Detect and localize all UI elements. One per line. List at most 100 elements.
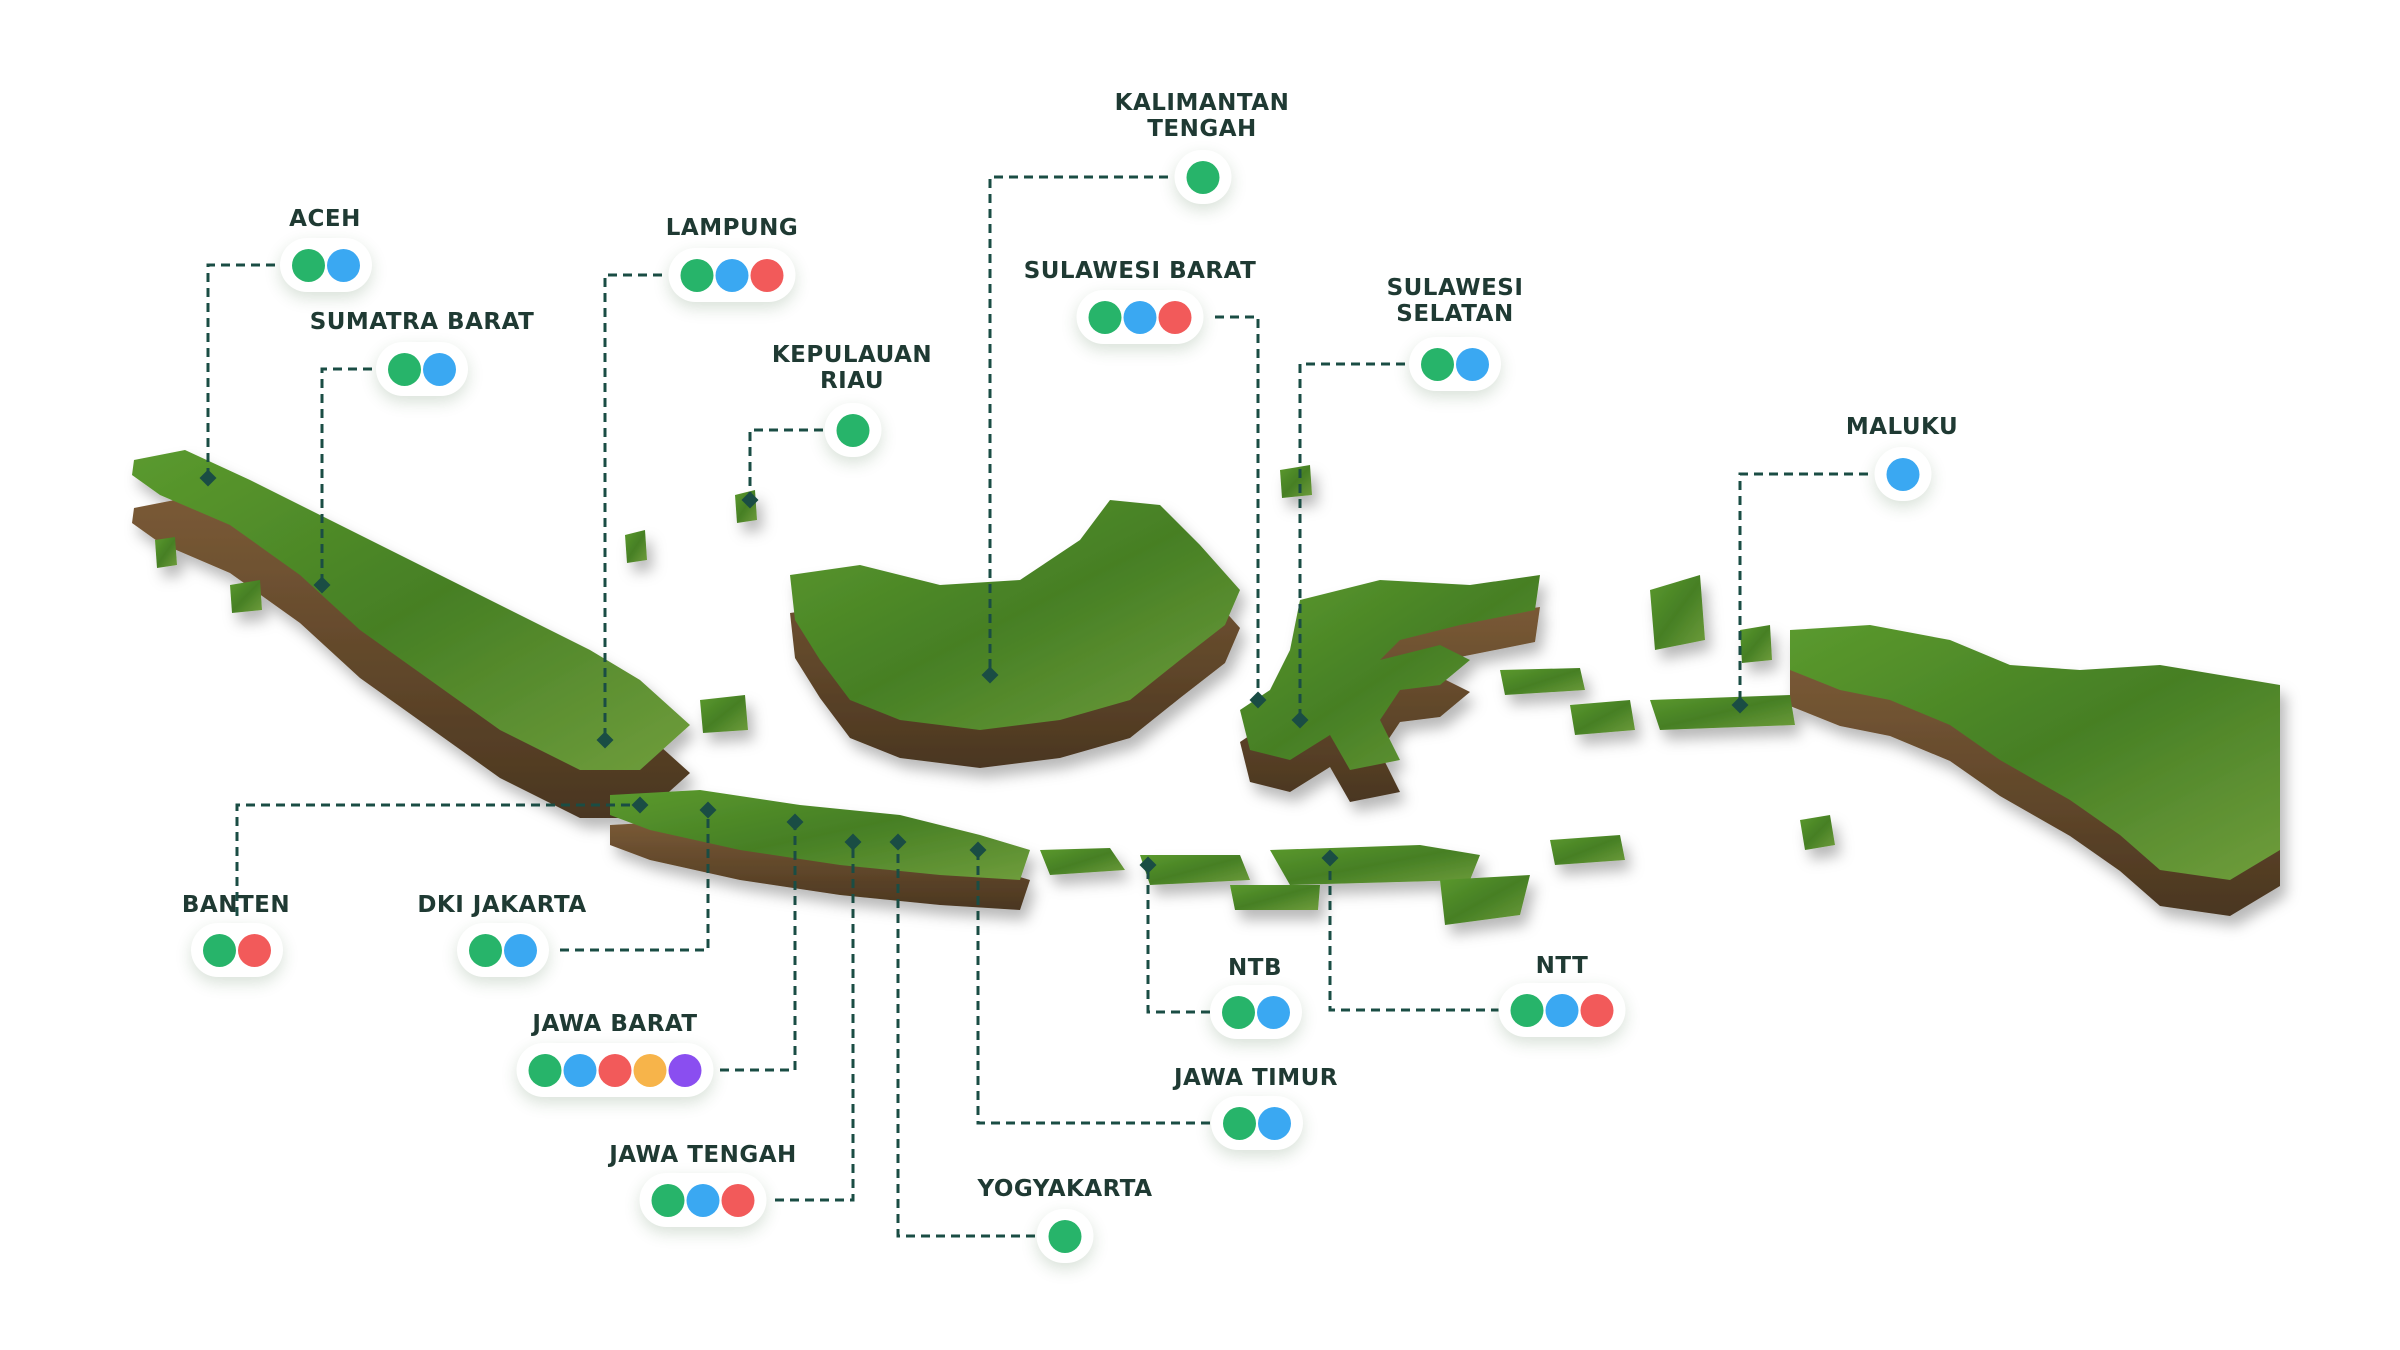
region-badge-sumatra-barat[interactable] (376, 342, 468, 396)
status-dot-green (1421, 347, 1454, 381)
anchor-marker-sulawesi-barat (1249, 691, 1267, 709)
leader-line-jawa-timur (976, 850, 1210, 1125)
status-dot-blue (1257, 995, 1290, 1029)
status-dot-blue (1545, 993, 1579, 1027)
leader-line-banten (235, 803, 640, 916)
status-dot-green (1222, 995, 1255, 1029)
region-label-sulawesi-selatan: SULAWESI SELATAN (1386, 275, 1524, 327)
status-dot-green (292, 248, 325, 282)
leader-line-lampung (603, 273, 662, 740)
anchor-marker-banten (631, 796, 649, 814)
islands-maluku (1280, 465, 1795, 735)
region-badge-yogyakarta[interactable] (1036, 1209, 1094, 1263)
status-dot-green (1223, 1106, 1256, 1140)
island-java (610, 790, 1030, 910)
status-dot-blue (563, 1053, 597, 1087)
anchor-marker-ntb (1139, 856, 1157, 874)
leader-line-ntt (1328, 858, 1500, 1012)
anchor-marker-maluku (1731, 696, 1749, 714)
status-dot-orange (633, 1053, 667, 1087)
anchor-marker-yogyakarta (889, 833, 907, 851)
status-dot-green (528, 1053, 562, 1087)
leader-line-dki-jakarta (560, 810, 710, 952)
region-badge-jawa-barat[interactable] (516, 1043, 714, 1097)
anchor-marker-jawa-timur (969, 841, 987, 859)
status-dot-green (651, 1183, 685, 1217)
status-dot-blue (1456, 347, 1489, 381)
region-badge-ntt[interactable] (1498, 983, 1626, 1037)
leader-line-maluku (1738, 472, 1868, 705)
islands-riau (155, 490, 757, 733)
status-dot-red (750, 258, 784, 292)
region-badge-dki-jakarta[interactable] (457, 923, 549, 977)
status-dot-green (680, 258, 714, 292)
leader-line-yogyakarta (896, 842, 1035, 1238)
status-dot-green (469, 933, 502, 967)
status-dot-green (203, 933, 236, 967)
region-label-lampung: LAMPUNG (665, 215, 799, 241)
status-dot-green (1510, 993, 1544, 1027)
island-sumatra (132, 450, 690, 818)
leader-line-sumatra-barat (320, 367, 372, 585)
status-dot-green (836, 413, 870, 447)
region-badge-lampung[interactable] (668, 248, 796, 302)
islands-lesser-sunda (1040, 815, 1835, 925)
status-dot-blue (1258, 1106, 1291, 1140)
region-label-yogyakarta: YOGYAKARTA (977, 1176, 1153, 1202)
status-dot-blue (1123, 300, 1157, 334)
region-label-ntb: NTB (1228, 955, 1282, 981)
region-badge-maluku[interactable] (1874, 447, 1932, 501)
region-label-sulawesi-barat: SULAWESI BARAT (1023, 258, 1257, 284)
status-dot-red (721, 1183, 755, 1217)
island-papua (1790, 625, 2280, 916)
status-dot-blue (423, 352, 456, 386)
region-badge-kalimantan-tengah[interactable] (1174, 150, 1232, 204)
anchor-marker-aceh (199, 469, 217, 487)
status-dot-blue (686, 1183, 720, 1217)
anchor-marker-jawa-tengah (844, 833, 862, 851)
region-badge-ntb[interactable] (1210, 985, 1302, 1039)
region-label-kepulauan-riau: KEPULAUAN RIAU (771, 342, 933, 394)
region-badge-jawa-timur[interactable] (1211, 1096, 1303, 1150)
status-dot-red (1580, 993, 1614, 1027)
status-dot-purple (668, 1053, 702, 1087)
region-badge-aceh[interactable] (280, 238, 372, 292)
island-kalimantan (790, 500, 1240, 768)
status-dot-green (1186, 160, 1220, 194)
region-badge-banten[interactable] (191, 923, 283, 977)
anchor-marker-kepulauan-riau (741, 491, 759, 509)
leader-line-jawa-tengah (775, 842, 855, 1202)
region-label-dki-jakarta: DKI JAKARTA (417, 892, 587, 918)
region-label-jawa-barat: JAWA BARAT (532, 1011, 698, 1037)
region-label-jawa-tengah: JAWA TENGAH (609, 1142, 797, 1168)
status-dot-blue (327, 248, 360, 282)
anchor-marker-ntt (1321, 849, 1339, 867)
leader-line-kepulauan-riau (748, 428, 823, 500)
anchor-marker-lampung (596, 731, 614, 749)
leader-line-aceh (206, 263, 290, 478)
anchor-marker-dki-jakarta (699, 801, 717, 819)
anchor-marker-sulawesi-selatan (1291, 711, 1309, 729)
status-dot-green (1048, 1219, 1082, 1253)
status-dot-green (388, 352, 421, 386)
anchor-marker-sumatra-barat (313, 576, 331, 594)
region-label-jawa-timur: JAWA TIMUR (1174, 1065, 1338, 1091)
region-badge-kepulauan-riau[interactable] (824, 403, 882, 457)
anchor-points (199, 469, 1749, 874)
region-badge-sulawesi-selatan[interactable] (1409, 337, 1501, 391)
region-label-ntt: NTT (1535, 953, 1589, 979)
status-dot-blue (715, 258, 749, 292)
leader-line-kalimantan-tengah (988, 175, 1168, 675)
leader-line-jawa-barat (720, 822, 797, 1072)
status-dot-red (1158, 300, 1192, 334)
status-dot-red (238, 933, 271, 967)
island-sulawesi (1240, 575, 1540, 802)
leader-lines (206, 175, 1868, 1238)
region-badge-sulawesi-barat[interactable] (1076, 290, 1204, 344)
leader-line-ntb (1146, 865, 1210, 1014)
anchor-marker-jawa-barat (786, 813, 804, 831)
region-badge-jawa-tengah[interactable] (639, 1173, 767, 1227)
region-label-sumatra-barat: SUMATRA BARAT (309, 309, 535, 335)
status-dot-red (598, 1053, 632, 1087)
